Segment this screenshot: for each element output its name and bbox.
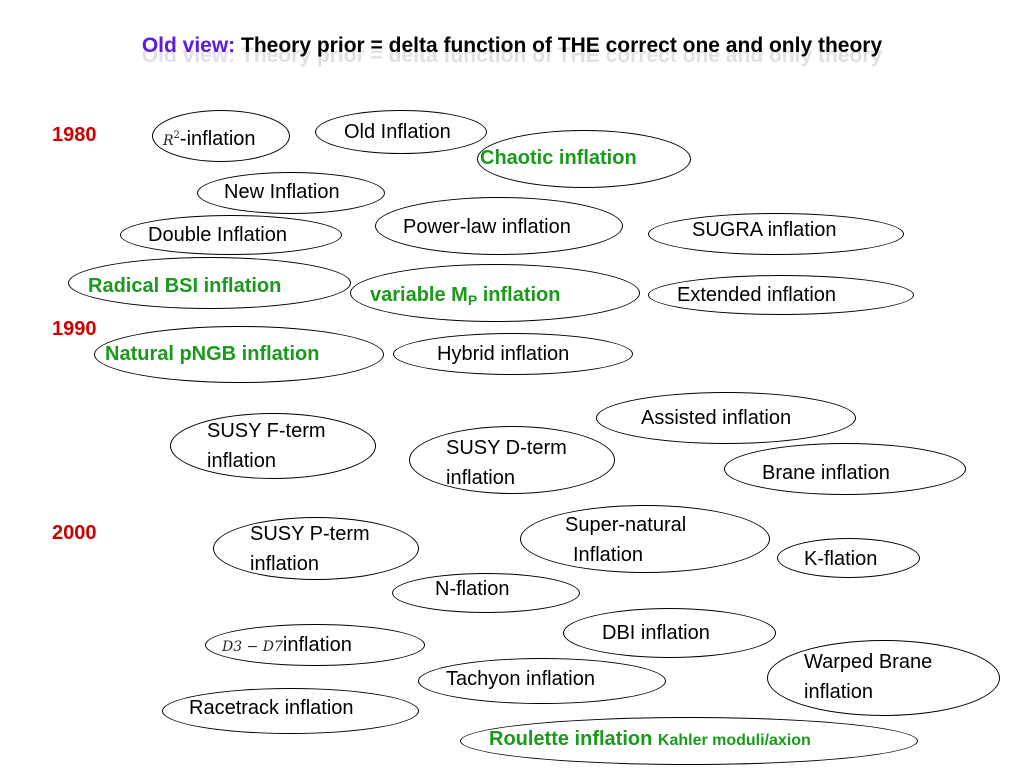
label-r2-inflation: R2-inflation xyxy=(163,128,256,150)
year-1990: 1990 xyxy=(52,318,97,340)
oval-new xyxy=(197,172,385,214)
label-racetrack-inflation: Racetrack inflation xyxy=(189,697,354,719)
title-main: Theory prior = delta function of THE cor… xyxy=(235,34,883,57)
label-supernatural-2: Inflation xyxy=(573,544,644,566)
oval-kflation xyxy=(777,538,920,578)
oval-warped xyxy=(767,640,1000,716)
label-brane-inflation: Brane inflation xyxy=(762,462,890,484)
label-d3d7-inflation: D3 − D7inflation xyxy=(222,634,352,656)
label-n-flation: N-flation xyxy=(435,578,510,600)
oval-double xyxy=(120,215,342,255)
label-double-inflation: Double Inflation xyxy=(148,224,287,246)
label-chaotic-inflation: Chaotic inflation xyxy=(480,147,637,169)
oval-hybrid xyxy=(393,333,633,375)
label-roulette-inflation: Roulette inflation Kahler moduli/axion xyxy=(489,728,811,750)
label-hybrid-inflation: Hybrid inflation xyxy=(437,343,570,365)
title-prefix: Old view: xyxy=(141,34,236,57)
label-warped-brane-1: Warped Brane xyxy=(804,651,933,673)
title-shadow: Old view: Theory prior = delta function … xyxy=(141,44,883,67)
oval-dbi xyxy=(563,608,776,658)
oval-extended xyxy=(648,275,914,315)
oval-radical xyxy=(68,257,351,309)
oval-supernatural xyxy=(520,505,770,573)
oval-d3d7 xyxy=(205,624,425,666)
label-variable-mp-inflation: variable MP inflation xyxy=(370,284,561,308)
label-assisted-inflation: Assisted inflation xyxy=(641,407,792,429)
label-warped-brane-2: inflation xyxy=(804,681,873,703)
year-2000: 2000 xyxy=(52,522,97,544)
label-natural-pngb-inflation: Natural pNGB inflation xyxy=(105,343,320,365)
oval-racetrack xyxy=(162,688,419,734)
label-susy-fterm-2: inflation xyxy=(207,450,276,472)
label-susy-dterm-1: SUSY D-term xyxy=(446,437,567,459)
label-susy-dterm-2: inflation xyxy=(446,467,515,489)
year-1980: 1980 xyxy=(52,124,97,146)
oval-tachyon xyxy=(418,658,666,704)
label-powerlaw-inflation: Power-law inflation xyxy=(403,216,571,238)
label-supernatural-1: Super-natural xyxy=(565,514,687,536)
r2-symbol: R2 xyxy=(163,130,180,149)
label-old-inflation: Old Inflation xyxy=(344,121,451,143)
oval-chaotic xyxy=(477,130,691,188)
d3d7-symbol: D3 − D7 xyxy=(222,639,283,655)
oval-fterm xyxy=(170,413,376,479)
label-susy-fterm-1: SUSY F-term xyxy=(207,420,326,442)
oval-nflation xyxy=(392,573,580,613)
label-dbi-inflation: DBI inflation xyxy=(602,622,710,644)
title-text: Old view: Theory prior = delta function … xyxy=(0,34,1024,58)
oval-assisted xyxy=(596,392,856,444)
oval-natural xyxy=(94,326,384,383)
oval-powerlaw xyxy=(375,197,623,255)
oval-dterm xyxy=(409,426,615,494)
slide-title: Old view: Theory prior = delta function … xyxy=(0,28,1024,78)
oval-sugra xyxy=(648,213,904,255)
label-radical-bsi-inflation: Radical BSI inflation xyxy=(88,275,282,297)
label-new-inflation: New Inflation xyxy=(224,181,340,203)
label-susy-pterm-2: inflation xyxy=(250,553,319,575)
label-susy-pterm-1: SUSY P-term xyxy=(250,523,370,545)
oval-r2 xyxy=(152,110,290,162)
oval-pterm xyxy=(213,517,419,580)
label-tachyon-inflation: Tachyon inflation xyxy=(446,668,595,690)
label-sugra-inflation: SUGRA inflation xyxy=(692,219,837,241)
oval-old xyxy=(315,110,487,154)
oval-brane xyxy=(724,443,966,495)
oval-roulette xyxy=(460,717,918,765)
label-extended-inflation: Extended inflation xyxy=(677,284,837,306)
oval-variable xyxy=(350,264,640,322)
label-k-flation: K-flation xyxy=(804,548,878,570)
